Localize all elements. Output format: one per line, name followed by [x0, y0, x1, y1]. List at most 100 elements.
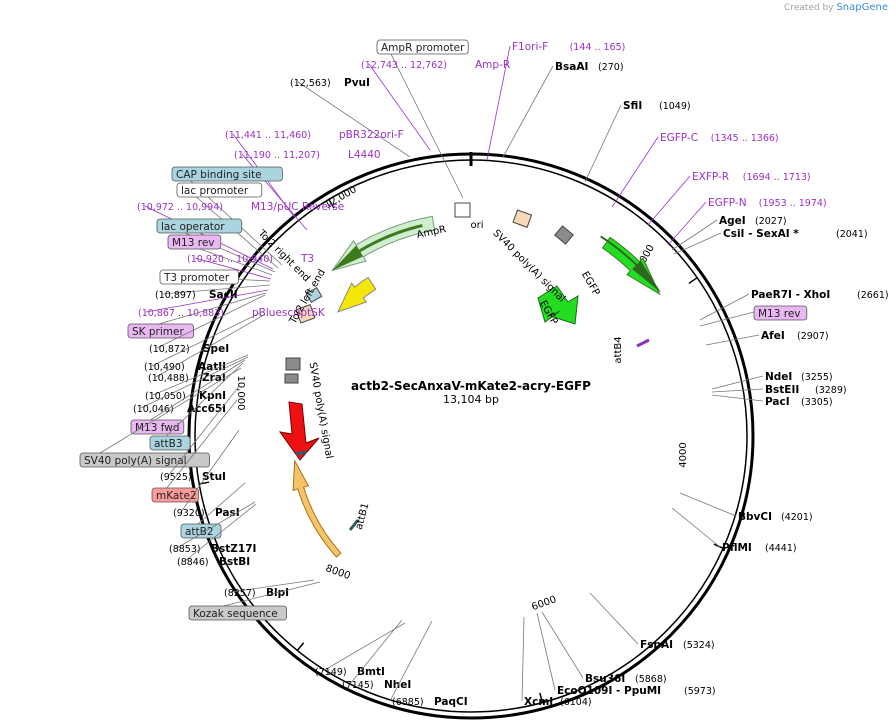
m13-puc-reverse-coords: (10,972 .. 10,994)	[137, 202, 223, 213]
paer7i-xhoi-coords: (2661)	[857, 290, 889, 301]
afei-leader	[705, 334, 760, 346]
sfii-coords: (1049)	[659, 101, 691, 112]
sacii-leader	[162, 284, 271, 295]
plasmid-name: actb2-SecAnxaV-mKate2-acry-EGFP	[351, 379, 591, 393]
amp-r-coords: (12,743 .. 12,762)	[361, 60, 447, 71]
kpni-leader	[152, 354, 249, 396]
m13-rev-left-text: M13 rev	[172, 237, 215, 249]
aatii-coords: (10,490)	[144, 362, 185, 373]
ampr-promoter-leader	[386, 45, 464, 199]
amp-r-name: Amp-R	[475, 59, 510, 71]
csii-sexai-label: CsiI - SexAI * (2041)	[673, 228, 868, 255]
blpi-leader	[231, 579, 315, 593]
pasi-label: (9320) PasI	[173, 429, 240, 519]
f1ori-f-coords: F1ori-F	[512, 41, 548, 53]
kpni-name: KpnI	[199, 390, 226, 402]
bmti-leader	[322, 622, 406, 672]
pflmi-coords: (4441)	[765, 543, 797, 554]
bstbi-label: (8846)BstBI	[177, 503, 257, 568]
kozak-text: Kozak sequence	[193, 608, 278, 620]
pbluescriptsk-leader	[145, 289, 269, 313]
cap-binding-site-text: CAP binding site	[176, 169, 262, 181]
egfp-track	[600, 235, 662, 293]
ndei-name: NdeI	[765, 371, 792, 383]
acc65i-leader	[140, 356, 249, 409]
mkate2-label: mKate2	[151, 399, 238, 503]
agei-coords: (2027)	[755, 216, 787, 227]
agei-leader	[671, 219, 718, 251]
paci-leader	[711, 394, 764, 402]
xcmi-leader	[521, 616, 525, 702]
bstz17i-coords: (8853)	[169, 544, 201, 555]
m13-rev-left-box	[167, 234, 222, 250]
exfp-r-coords: EXFP-R	[692, 171, 729, 183]
aatii-leader	[151, 311, 263, 367]
amp-r-leader	[368, 63, 431, 151]
csii-sexai-name: CsiI - SexAI *	[723, 228, 799, 240]
spei-name: SpeI	[203, 343, 229, 355]
sk-primer-box	[127, 323, 194, 339]
paci-label: PacI(3305)	[711, 394, 833, 408]
t3-promoter-box	[159, 269, 239, 285]
egfp-c-label: EGFP-C(1345 .. 1366)	[611, 132, 779, 208]
t3-leader	[194, 257, 272, 280]
sfii-name: SfiI	[623, 100, 642, 112]
snapgene-logo: SnapGene	[836, 2, 888, 13]
egfp-n-coord-text: (1953 .. 1974)	[759, 198, 827, 209]
tick-label: 10,000	[235, 376, 246, 411]
attb3-label: attB3	[149, 362, 244, 451]
paer7i-xhoi-leader	[699, 293, 750, 321]
t3-coords: (10,920 .. 10,940)	[187, 254, 273, 265]
bsaai-label: BsaAI (270)	[502, 61, 624, 158]
mkate2-box	[151, 487, 199, 503]
sacii-coords: (10,897)	[155, 290, 196, 301]
spei-coords: (10,872)	[149, 344, 190, 355]
egfp-c-leader	[611, 136, 659, 208]
afei-label: AfeI(2907)	[705, 330, 829, 346]
bsteii-name: BstEII	[765, 384, 799, 396]
amp-r-label: (12,743 .. 12,762) Amp-R	[361, 59, 510, 151]
pbluescriptsk-coords: (10,867 .. 10,883)	[138, 308, 224, 319]
nhei-leader	[349, 619, 403, 685]
ampr-promoter-text: AmpR promoter	[381, 42, 465, 54]
attb2-marker	[295, 450, 307, 456]
paci-name: PacI	[765, 396, 790, 408]
acc65i-name: Acc65I	[187, 403, 226, 415]
ampr-promoter-label: AmpR promoter	[376, 39, 469, 199]
zrai-name: ZraI	[202, 372, 226, 384]
bsu36i-leader	[541, 611, 584, 679]
bmti-label: (7149)BmtI	[315, 622, 406, 678]
lac-operator-box	[156, 218, 243, 234]
ecoo109i-name: EcoO109I - PpuMI	[557, 685, 661, 697]
lac-operator-label: lac operator	[156, 218, 276, 273]
sfii-label: SfiI (1049)	[584, 100, 691, 183]
t3-promoter-text: T3 promoter	[163, 272, 230, 284]
csii-sexai-leader	[673, 232, 722, 255]
mcs-box	[305, 286, 323, 304]
csii-sexai-coords: (2041)	[836, 229, 868, 240]
snapgene-credit: Created by SnapGene	[784, 2, 888, 13]
agei-name: AgeI	[719, 215, 746, 227]
bsaai-coords: (270)	[598, 62, 624, 73]
afei-coords: (2907)	[797, 331, 829, 342]
pasi-name: PasI	[215, 507, 240, 519]
ecoo109i-label: EcoO109I - PpuMI(5973)	[536, 612, 716, 697]
ori-feature	[336, 276, 377, 313]
m13-rev-right-text: M13 rev	[758, 308, 801, 320]
bstz17i-name: BstZ17I	[211, 543, 256, 555]
attb4-marker	[636, 338, 650, 348]
sv40-box-leader	[89, 367, 242, 460]
nhei-name: NheI	[384, 679, 411, 691]
blpi-name: BlpI	[266, 587, 289, 599]
lac-operator-text: lac operator	[161, 221, 225, 233]
bsaai-name: BsaAI	[555, 61, 588, 73]
pasi-coords: (9320)	[173, 508, 205, 519]
tick-mark	[539, 692, 544, 703]
pasi-leader	[180, 429, 240, 513]
spei-leader	[156, 294, 266, 349]
bstz17i-label: (8853) BstZ17I	[169, 501, 256, 555]
blpi-label: (8257)BlpI	[224, 579, 315, 599]
lac-promoter-label: lac promoter	[176, 182, 279, 269]
sv40-box-lower	[285, 357, 301, 371]
